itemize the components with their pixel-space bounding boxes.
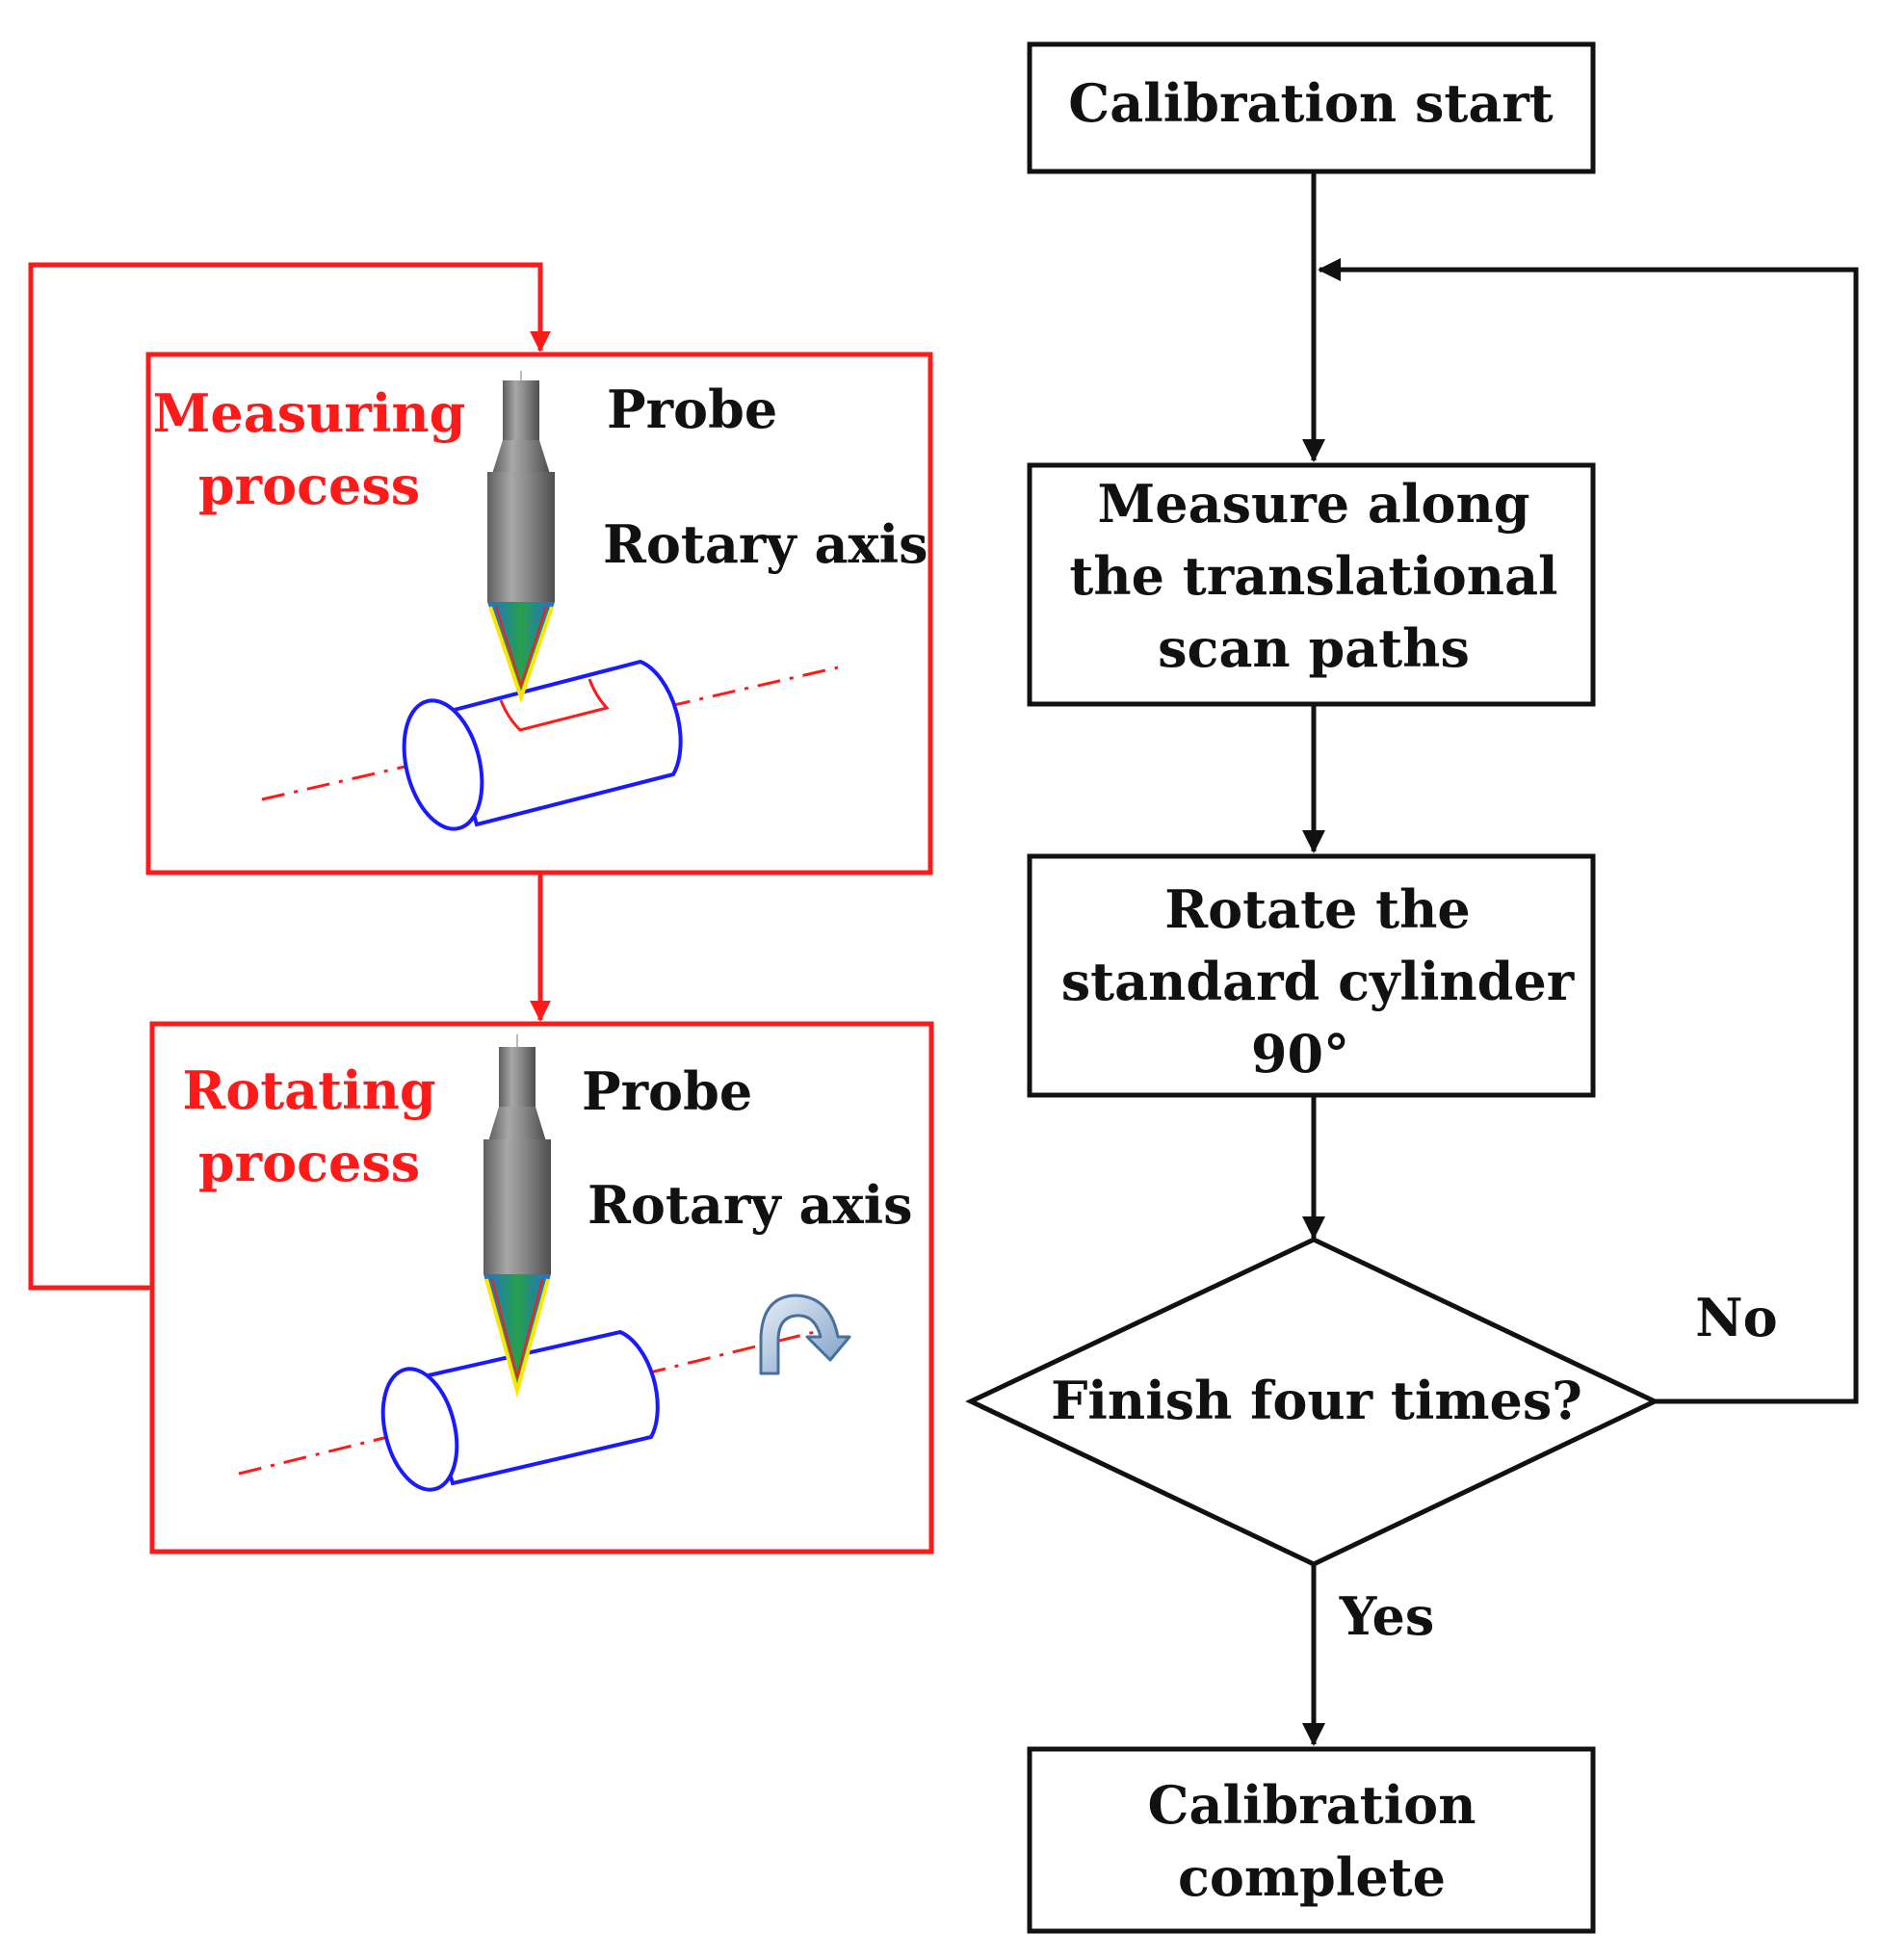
loop-back-line [1318, 258, 1859, 1404]
rotating-cylinder [380, 1329, 660, 1492]
rotating-axis-label: Rotary axis [588, 1174, 913, 1236]
measuring-title-line1: Measuring [153, 382, 466, 444]
start-label: Calibration start [1068, 72, 1554, 134]
rotation-arrow-icon [759, 1294, 851, 1375]
measuring-probe-label: Probe [607, 379, 777, 440]
measuring-probe [487, 371, 555, 704]
end-box [1027, 1746, 1596, 1934]
rotating-probe-label: Probe [582, 1060, 752, 1122]
no-label: No [1695, 1287, 1777, 1348]
measure-label-line3: scan paths [1158, 617, 1470, 679]
rotating-rotary-axis-line [238, 1328, 823, 1476]
rotate-box [1027, 853, 1596, 1098]
rotate-label-line2: standard cylinder [1061, 951, 1575, 1012]
measure-box [1027, 462, 1596, 707]
rotate-label-line1: Rotate the [1164, 878, 1471, 940]
end-label-line1: Calibration [1148, 1774, 1476, 1836]
measuring-scan-patch [499, 678, 610, 732]
measuring-title-line2: process [198, 455, 420, 516]
rotating-panel: Rotating process Probe Rotary axis [149, 1021, 934, 1555]
rotating-title-line2: process [198, 1132, 420, 1193]
measuring-cylinder [402, 659, 683, 831]
loop-arrow-top [28, 262, 551, 1291]
measure-label-line2: the translational [1069, 545, 1557, 607]
process-loop [28, 262, 551, 1291]
decision-label: Finish four times? [1051, 1370, 1582, 1431]
rotate-label-line3: 90° [1251, 1023, 1349, 1085]
measure-label-line1: Measure along [1098, 473, 1530, 535]
measuring-axis-label: Rotary axis [603, 513, 928, 575]
measuring-panel: Measuring process Probe Rotary axis [145, 352, 933, 875]
end-label-line2: complete [1178, 1846, 1446, 1908]
rotating-probe [483, 1034, 551, 1398]
yes-label: Yes [1339, 1585, 1435, 1647]
flowchart: Calibration start Measure along the tran… [965, 41, 1859, 1934]
start-box [1027, 41, 1596, 174]
rotating-title-line1: Rotating [182, 1059, 435, 1121]
